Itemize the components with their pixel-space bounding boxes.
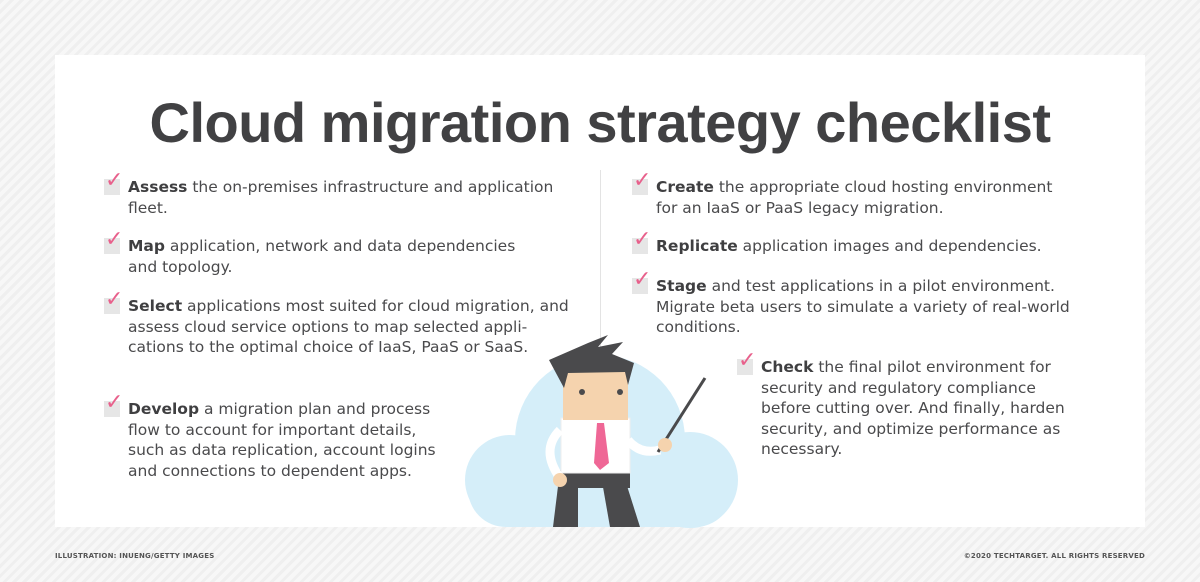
item-text: the on-premises infrastructure and appli… [128,178,554,217]
item-text: and test applications in a pilot environ… [656,277,1070,336]
copyright-notice: ©2020 TECHTARGET. ALL RIGHTS RESERVED [963,552,1145,560]
item-keyword: Assess [128,178,188,196]
item-keyword: Map [128,237,165,255]
checkmark-icon [104,290,123,314]
checkmark-icon [632,230,651,254]
checklist-item-map: Map application, network and data depend… [104,230,528,277]
column-divider [600,170,601,350]
item-keyword: Replicate [656,237,738,255]
item-keyword: Develop [128,400,200,418]
checklist-item-select: Select applications most suited for clou… [104,290,573,358]
item-keyword: Select [128,297,183,315]
item-text: application, network and data dependenci… [128,237,516,276]
checklist-item-create: Create the appropriate cloud hosting env… [632,171,1056,218]
item-text: the final pilot environment for security… [761,358,1065,458]
item-keyword: Create [656,178,714,196]
checkmark-icon [104,230,123,254]
checklist-item-assess: Assess the on-premises infrastructure an… [104,171,568,218]
item-text: application images and dependencies. [737,237,1042,255]
page-title: Cloud migration strategy checklist [149,91,1051,154]
checklist-item-replicate: Replicate application images and depende… [632,230,1076,257]
businessman-figure [545,335,707,527]
checkmark-icon [104,393,123,417]
item-text: the appropriate cloud hosting environmen… [656,178,1053,217]
checkmark-icon [737,351,756,375]
item-keyword: Stage [656,277,707,295]
item-text: a migration plan and process flow to acc… [128,400,436,480]
checklist-item-develop: Develop a migration plan and process flo… [104,393,448,481]
illustration-credit: ILLUSTRATION: INUENG/GETTY IMAGES [55,552,215,560]
checklist-item-check: Check the final pilot environment for se… [737,351,1071,460]
item-keyword: Check [761,358,814,376]
checkmark-icon [632,171,651,195]
businessman-cloud-illustration [465,335,738,528]
checkmark-icon [104,171,123,195]
checkmark-icon [632,270,651,294]
item-text: applications most suited for cloud migra… [128,297,569,356]
checklist-item-stage: Stage and test applications in a pilot e… [632,270,1081,338]
